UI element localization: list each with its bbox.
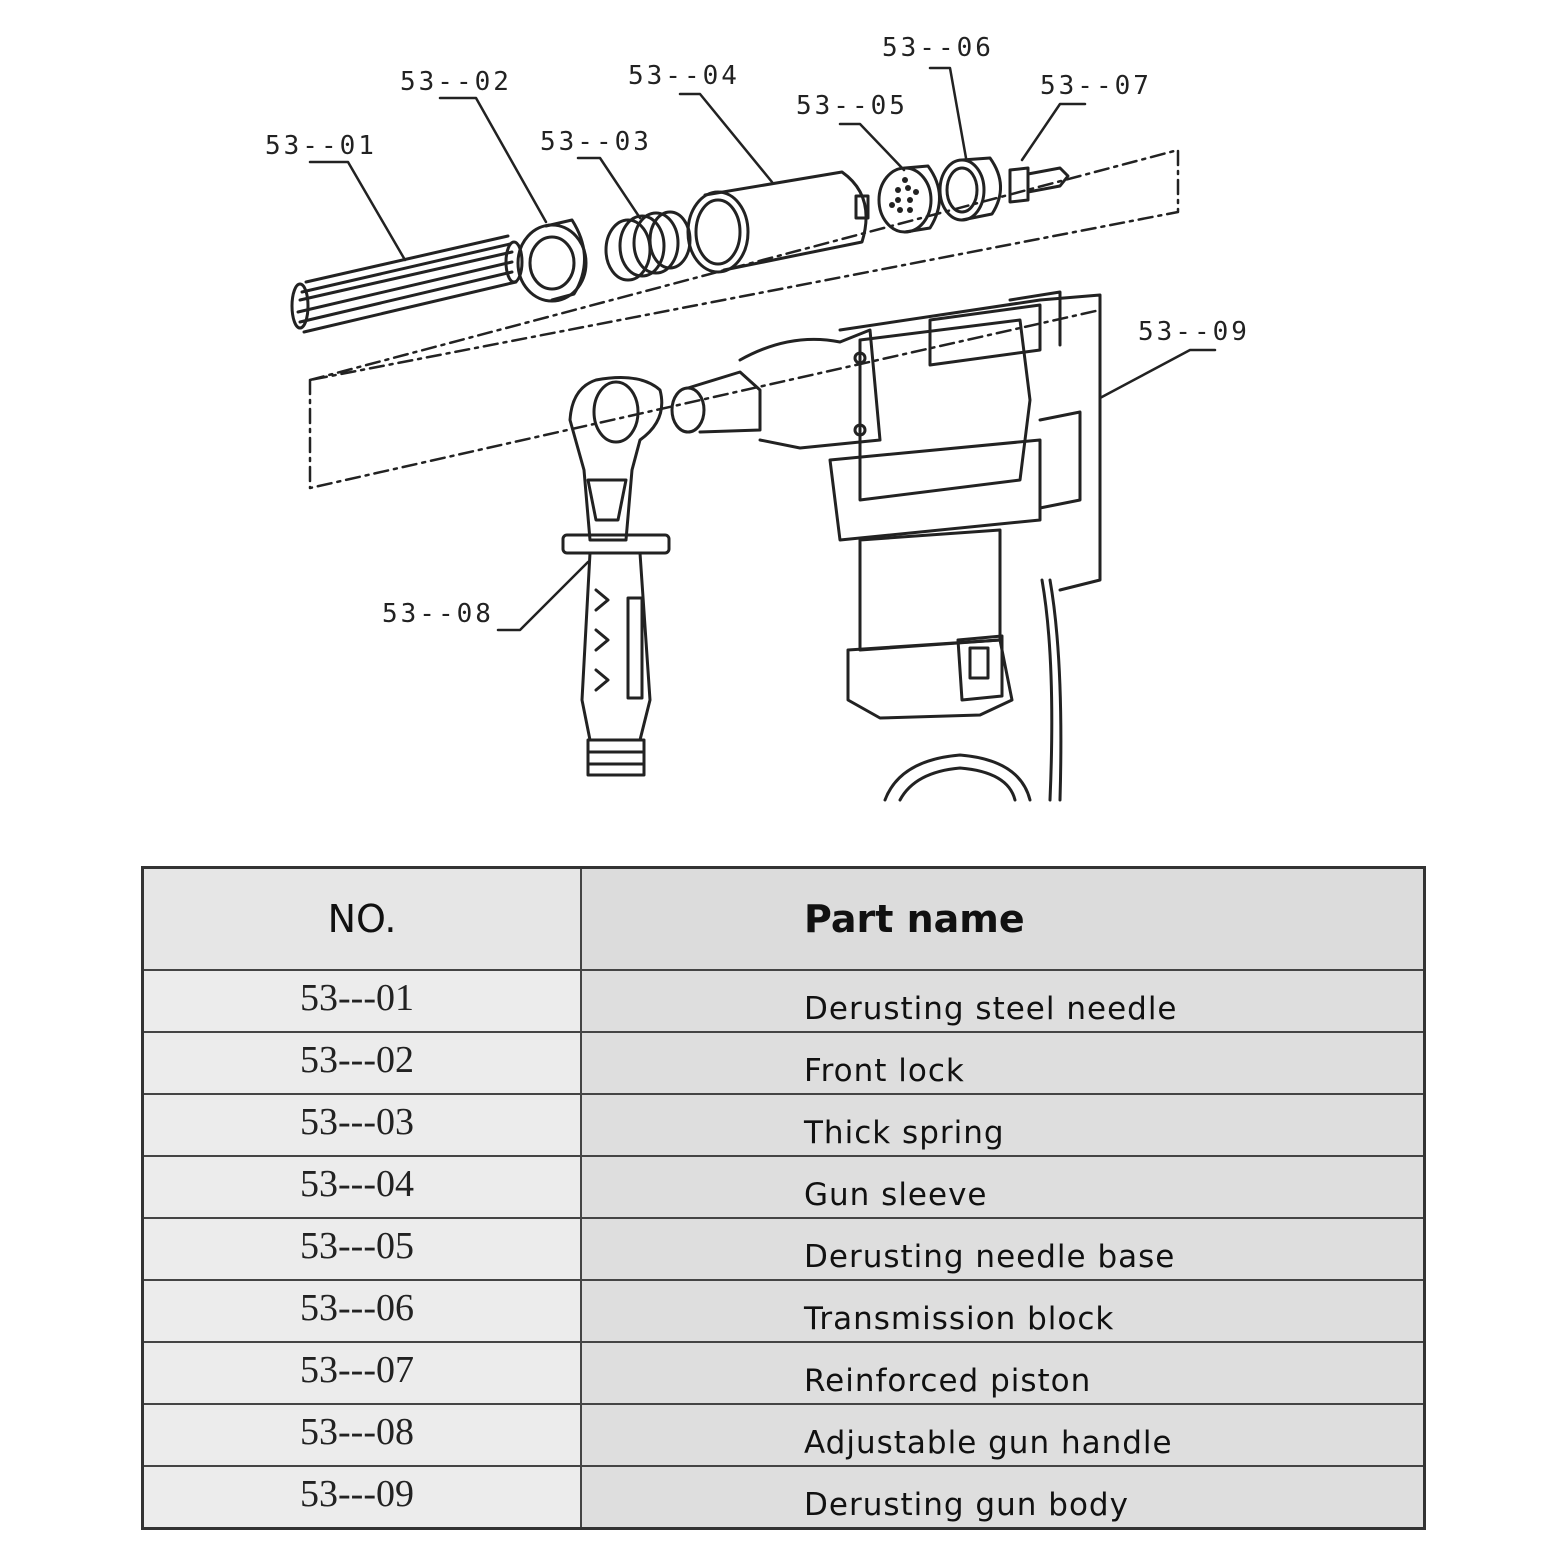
thick-spring-drawing [604,210,692,282]
gun-body-drawing [670,290,1102,802]
callout-label-05: 53--05 [796,91,908,121]
gun-sleeve-drawing [686,170,870,274]
transmission-block-drawing [938,156,1002,222]
part-number: 53---04 [141,1155,582,1219]
part-name: Front lock [580,1031,1426,1095]
callout-label-09: 53--09 [1138,317,1250,347]
part-name: Derusting steel needle [580,969,1426,1033]
part-number: 53---03 [141,1093,582,1157]
part-number: 53---09 [141,1465,582,1530]
part-name: Gun sleeve [580,1155,1426,1219]
callout-label-03: 53--03 [540,127,652,157]
part-number: 53---06 [141,1279,582,1343]
steel-needles-drawing [290,234,524,334]
part-name: Adjustable gun handle [580,1403,1426,1467]
callout-label-04: 53--04 [628,61,740,91]
column-header-no: NO. [141,866,582,971]
part-number: 53---01 [141,969,582,1033]
part-name: Thick spring [580,1093,1426,1157]
part-number: 53---08 [141,1403,582,1467]
table-header-row: NO. Part name [141,866,1426,971]
piston-drawing [1008,166,1070,204]
callout-label-02: 53--02 [400,67,512,97]
callout-label-06: 53--06 [882,33,994,63]
front-lock-drawing [516,218,588,303]
part-name: Derusting gun body [580,1465,1426,1530]
part-name: Transmission block [580,1279,1426,1343]
callout-label-01: 53--01 [265,131,377,161]
part-number: 53---07 [141,1341,582,1405]
callout-label-07: 53--07 [1040,71,1152,101]
column-header-part-name: Part name [580,866,1426,971]
exploded-parts-diagram: 53--01 53--02 53--03 53--04 53--05 53--0… [265,33,1250,802]
part-name: Reinforced piston [580,1341,1426,1405]
callout-label-08: 53--08 [382,599,494,629]
part-number: 53---02 [141,1031,582,1095]
part-number: 53---05 [141,1217,582,1281]
assembly-guide-dashed-box [308,148,1180,490]
callout-leader-lines [308,66,1217,632]
part-name: Derusting needle base [580,1217,1426,1281]
side-handle-drawing [561,376,671,777]
